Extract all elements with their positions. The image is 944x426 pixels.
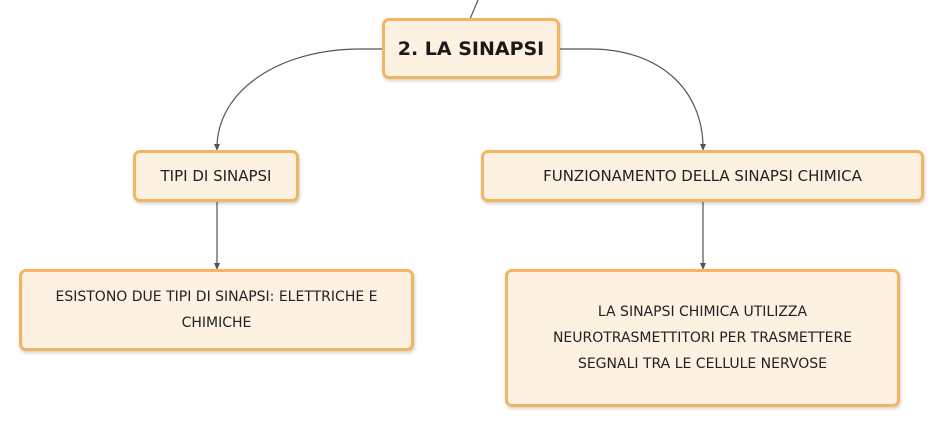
root-topic-node[interactable]: 2. LA SINAPSI bbox=[382, 18, 560, 79]
connector-parent-to-root bbox=[469, 0, 479, 20]
root-topic-label: 2. LA SINAPSI bbox=[397, 37, 545, 60]
subtopic-due-tipi-di-sinapsi[interactable]: ESISTONO DUE TIPI DI SINAPSI: ELETTRICHE… bbox=[19, 269, 414, 351]
topic-tipi-di-sinapsi[interactable]: TIPI DI SINAPSI bbox=[133, 150, 299, 202]
subtopic-sinapsi-chimica-label: LA SINAPSI CHIMICA UTILIZZA NEUROTRASMET… bbox=[552, 304, 853, 372]
subtopic-due-tipi-label: ESISTONO DUE TIPI DI SINAPSI: ELETTRICHE… bbox=[55, 289, 378, 331]
subtopic-sinapsi-chimica-neurotrasmettitori[interactable]: LA SINAPSI CHIMICA UTILIZZA NEUROTRASMET… bbox=[505, 269, 900, 407]
topic-funzionamento-label: FUNZIONAMENTO DELLA SINAPSI CHIMICA bbox=[543, 167, 862, 185]
topic-tipi-di-sinapsi-label: TIPI DI SINAPSI bbox=[160, 167, 272, 185]
topic-funzionamento-sinapsi-chimica[interactable]: FUNZIONAMENTO DELLA SINAPSI CHIMICA bbox=[481, 150, 924, 202]
connector-root-to-tipi bbox=[214, 48, 382, 151]
connector-root-to-funzionamento bbox=[560, 48, 706, 151]
